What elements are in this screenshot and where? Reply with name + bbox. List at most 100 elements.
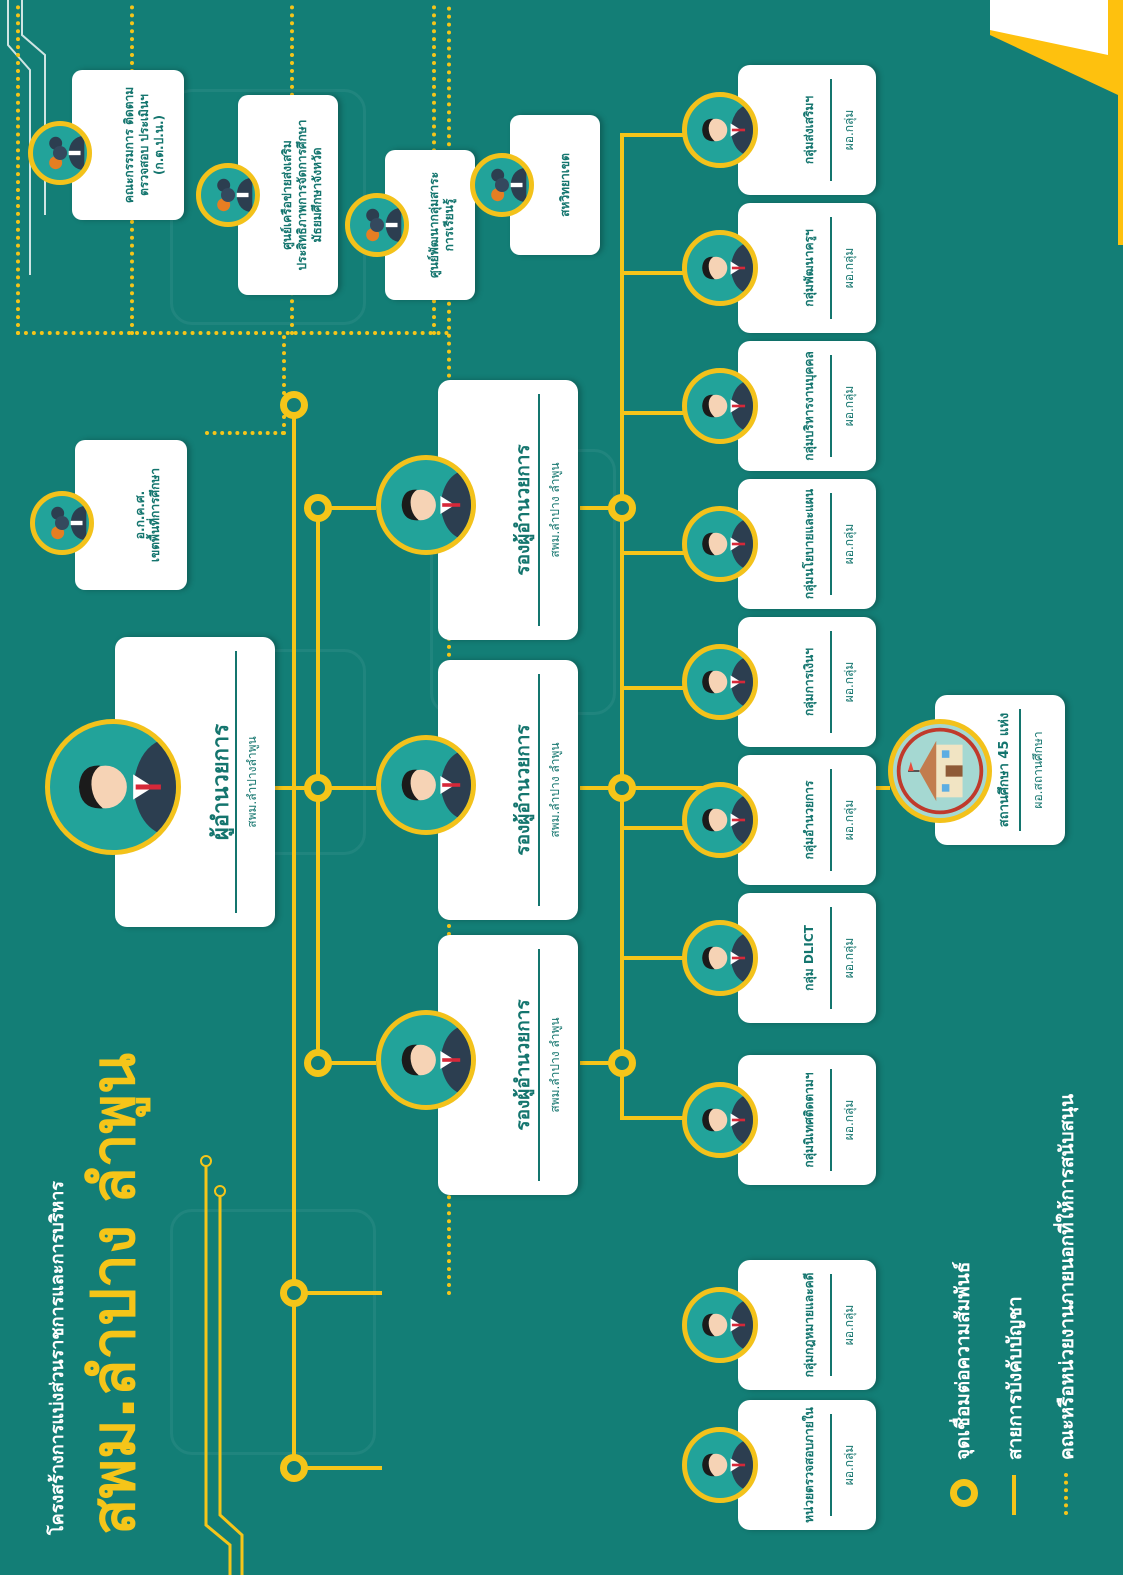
person-icon	[702, 1298, 753, 1352]
group-name: กลุ่มกฎหมายและคดี	[802, 1272, 816, 1378]
card-divider	[830, 493, 832, 595]
external-unit-name: สหวิทยาเขต	[558, 153, 572, 217]
command-line	[620, 271, 690, 275]
person-icon	[702, 241, 753, 295]
card-divider	[830, 769, 832, 871]
group-card: กลุ่มพัฒนาครูฯ ผอ.กลุ่ม	[738, 203, 876, 333]
person-icon	[702, 793, 753, 847]
external-unit-name: คณะกรรมการ ติดตาม ตรวจสอบ ประเมินฯ (ก.ต.…	[122, 86, 166, 204]
corner-accent	[990, 0, 1123, 245]
deputy-avatar	[376, 455, 476, 555]
school-name: สถานศึกษา 45 แห่ง	[997, 712, 1012, 828]
person-icon	[702, 1438, 753, 1492]
group-card: กลุ่มนโยบายและแผน ผอ.กลุ่ม	[738, 479, 876, 609]
ring-joint-icon	[950, 1479, 978, 1507]
relation-joint	[280, 391, 308, 419]
card-divider	[538, 394, 540, 626]
person-icon	[401, 469, 471, 541]
group-name: กลุ่มการเงินฯ	[802, 648, 816, 716]
chart-title: สพม.ลำปาง ลำพูน	[79, 1053, 149, 1535]
legend-label: คณะหรือหน่วยงานภายนอกที่ให้การสนับสนุน	[1056, 1093, 1078, 1460]
circuit-decoration	[200, 1155, 244, 1575]
support-dotted-line	[16, 331, 449, 335]
support-dotted-line	[16, 5, 20, 335]
group-name: หน่วยตรวจสอบภายใน	[802, 1407, 816, 1523]
group-people-icon	[49, 135, 85, 171]
card-divider	[830, 1274, 832, 1376]
card-divider	[830, 1069, 832, 1171]
command-line	[292, 405, 296, 1470]
group-head: ผอ.กลุ่ม	[842, 109, 856, 151]
card-divider	[830, 355, 832, 457]
group-name: กลุ่มนโยบายและแผน	[802, 488, 816, 600]
external-unit-avatar	[28, 121, 92, 185]
group-card: กลุ่มบริหารงานบุคคล ผอ.กลุ่ม	[738, 341, 876, 471]
group-card: กลุ่มกฎหมายและคดี ผอ.กลุ่ม	[738, 1260, 876, 1390]
dotted-line-icon	[1064, 1473, 1068, 1515]
school-avatar	[888, 719, 992, 823]
relation-joint	[608, 1049, 636, 1077]
person-icon	[702, 379, 753, 433]
legend-label: สายการบังคับบัญชา	[1004, 1296, 1026, 1460]
group-card: กลุ่ม DLICT ผอ.กลุ่ม	[738, 893, 876, 1023]
group-avatar	[682, 506, 758, 582]
group-avatar	[682, 920, 758, 996]
group-name: กลุ่มพัฒนาครูฯ	[802, 229, 816, 307]
director-title: ผู้อำนวยการ	[209, 723, 234, 841]
group-name: กลุ่มบริหารงานบุคคล	[802, 351, 816, 461]
external-unit-name: อ.ก.ค.ศ. เขตพื้นที่การศึกษา	[133, 467, 162, 563]
group-name: กลุ่มส่งเสริมฯ	[802, 95, 816, 165]
group-head: ผอ.กลุ่ม	[842, 247, 856, 289]
legend-label: จุดเชื่อมต่อความสัมพันธ์	[952, 1261, 974, 1460]
group-head: ผอ.กลุ่ม	[842, 1304, 856, 1346]
deputy-subtitle: สพม.ลำปาง ลำพูน	[548, 742, 562, 838]
director-subtitle: สพม.ลำปางลำพูน	[245, 736, 259, 828]
group-avatar	[682, 1082, 758, 1158]
group-people-icon	[51, 505, 87, 541]
group-head: ผอ.กลุ่ม	[842, 523, 856, 565]
group-card: กลุ่มส่งเสริมฯ ผอ.กลุ่ม	[738, 65, 876, 195]
card-divider	[1019, 709, 1021, 831]
command-line	[620, 411, 690, 415]
director-avatar	[45, 719, 181, 855]
group-avatar	[682, 1427, 758, 1503]
command-line	[620, 133, 690, 137]
deputy-subtitle: สพม.ลำปาง ลำพูน	[548, 462, 562, 558]
person-icon	[702, 655, 753, 709]
external-unit-avatar	[196, 163, 260, 227]
external-unit-avatar	[345, 193, 409, 257]
relation-joint	[608, 774, 636, 802]
person-icon	[78, 736, 176, 838]
external-unit-avatar	[470, 153, 534, 217]
command-line	[620, 135, 624, 1120]
person-icon	[702, 931, 753, 985]
group-name: กลุ่ม DLICT	[802, 925, 816, 991]
card-divider	[830, 217, 832, 319]
relation-joint	[608, 494, 636, 522]
command-line	[620, 686, 690, 690]
group-avatar	[682, 230, 758, 306]
solid-line-icon	[1012, 1475, 1016, 1515]
group-avatar	[682, 782, 758, 858]
command-line	[620, 826, 690, 830]
relation-joint	[304, 774, 332, 802]
person-icon	[401, 1024, 471, 1096]
relation-joint	[304, 494, 332, 522]
command-line	[620, 1116, 690, 1120]
card-divider	[830, 631, 832, 733]
group-card: กลุ่มอำนวยการ ผอ.กลุ่ม	[738, 755, 876, 885]
group-avatar	[682, 644, 758, 720]
external-unit-avatar	[30, 491, 94, 555]
person-icon	[401, 749, 471, 821]
group-card: กลุ่มนิเทศติดตามฯ ผอ.กลุ่ม	[738, 1055, 876, 1185]
chart-subtitle: โครงสร้างการแบ่งส่วนราชการและการบริหาร	[47, 1181, 68, 1535]
card-divider	[235, 651, 237, 913]
group-head: ผอ.กลุ่ม	[842, 799, 856, 841]
person-icon	[702, 1093, 753, 1147]
group-head: ผอ.กลุ่ม	[842, 385, 856, 427]
group-name: กลุ่มอำนวยการ	[802, 780, 816, 860]
group-head: ผอ.กลุ่ม	[842, 1444, 856, 1486]
school-head: ผอ.สถานศึกษา	[1031, 731, 1045, 809]
group-avatar	[682, 1287, 758, 1363]
